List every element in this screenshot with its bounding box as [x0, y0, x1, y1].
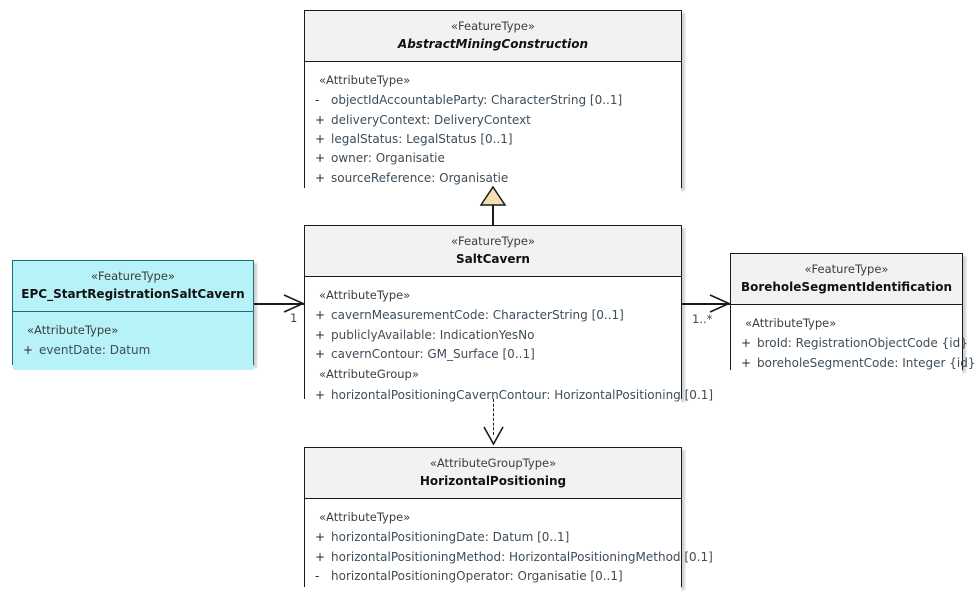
attribute-visibility: +	[315, 151, 326, 166]
attribute-group-label: «AttributeType»	[319, 72, 411, 87]
class-stereotype: «FeatureType»	[451, 234, 535, 248]
class-header-salt-cavern: «FeatureType» SaltCavern	[305, 226, 681, 277]
class-box-borehole-segment-identification[interactable]: «FeatureType» BoreholeSegmentIdentificat…	[730, 253, 975, 382]
class-box-epc-start-registration-salt-cavern[interactable]: «FeatureType» EPC_StartRegistrationSaltC…	[12, 260, 254, 370]
attribute-visibility: -	[315, 568, 320, 583]
attribute-signature: horizontalPositioningDate: Datum [0..1]	[331, 530, 570, 545]
attribute-group-label: «AttributeType»	[27, 322, 119, 337]
attribute-visibility: +	[315, 549, 326, 564]
class-title: AbstractMiningConstruction	[397, 36, 589, 51]
class-header-horizontal-positioning: «AttributeGroupType» HorizontalPositioni…	[305, 448, 681, 499]
attribute-visibility: +	[315, 530, 326, 545]
attribute-row: + horizontalPositioningDate: Datum [0..1…	[305, 528, 681, 547]
attribute-visibility: +	[315, 170, 326, 185]
class-title: HorizontalPositioning	[419, 473, 567, 488]
association-arrowhead-icon	[283, 294, 305, 313]
class-box-salt-cavern[interactable]: «FeatureType» SaltCavern «AttributeType»…	[304, 225, 713, 415]
class-header-epc-start-registration-salt-cavern: «FeatureType» EPC_StartRegistrationSaltC…	[13, 261, 253, 312]
attribute-visibility: +	[741, 355, 752, 370]
class-header-borehole-segment-identification: «FeatureType» BoreholeSegmentIdentificat…	[731, 254, 962, 305]
attribute-visibility: +	[23, 343, 34, 358]
attribute-row: + legalStatus: LegalStatus [0..1]	[305, 130, 681, 149]
attribute-row: + publiclyAvailable: IndicationYesNo	[305, 326, 681, 345]
generalization-line	[492, 204, 494, 226]
class-stereotype: «AttributeGroupType»	[429, 456, 557, 470]
attribute-visibility: +	[315, 387, 326, 402]
attribute-row: - objectIdAccountableParty: CharacterStr…	[305, 91, 681, 110]
class-body-borehole-segment-identification: «AttributeType» + broId: RegistrationObj…	[731, 304, 975, 382]
attribute-row: + broId: RegistrationObjectCode {id}	[731, 334, 968, 353]
class-title: SaltCavern	[456, 251, 530, 266]
attribute-signature: publiclyAvailable: IndicationYesNo	[331, 327, 535, 342]
class-body-epc-start-registration-salt-cavern: «AttributeType» + eventDate: Datum	[13, 311, 253, 370]
attribute-group-label: «AttributeGroup»	[319, 367, 419, 382]
attribute-signature: horizontalPositioningOperator: Organisat…	[331, 568, 623, 583]
attribute-signature: sourceReference: Organisatie	[331, 170, 509, 185]
attribute-row: + cavernContour: GM_Surface [0..1]	[305, 345, 681, 364]
attribute-visibility: +	[741, 336, 752, 351]
generalization-arrowhead-icon	[479, 185, 507, 206]
attribute-signature: horizontalPositioningMethod: HorizontalP…	[331, 549, 713, 564]
attribute-visibility: +	[315, 308, 326, 323]
attribute-signature: horizontalPositioningCavernContour: Hori…	[331, 387, 714, 402]
attribute-row: - horizontalPositioningOperator: Organis…	[305, 567, 681, 586]
dependency-line	[493, 399, 494, 435]
attribute-visibility: +	[315, 346, 326, 361]
attribute-visibility: -	[315, 93, 320, 108]
dependency-arrowhead-icon	[483, 426, 504, 446]
association-line-saltcavern-to-borehole	[682, 303, 732, 305]
attribute-visibility: +	[315, 112, 326, 127]
attribute-visibility: +	[315, 327, 326, 342]
class-stereotype: «FeatureType»	[91, 269, 175, 283]
class-box-abstract-mining-construction[interactable]: «FeatureType» AbstractMiningConstruction…	[304, 10, 682, 198]
attribute-row: + sourceReference: Organisatie	[305, 169, 681, 188]
attribute-group-label: «AttributeType»	[319, 287, 411, 302]
association-arrowhead-icon	[709, 294, 731, 313]
multiplicity-label-borehole-target: 1..*	[692, 312, 713, 326]
attribute-group-label: «AttributeType»	[319, 509, 411, 524]
class-stereotype: «FeatureType»	[451, 19, 535, 33]
multiplicity-label-saltcavern-source: 1	[290, 311, 298, 325]
attribute-group-label: «AttributeType»	[745, 315, 837, 330]
class-box-horizontal-positioning[interactable]: «AttributeGroupType» HorizontalPositioni…	[304, 447, 713, 596]
attribute-row: + boreholeSegmentCode: Integer {id}	[731, 354, 975, 373]
attribute-row: + cavernMeasurementCode: CharacterString…	[305, 306, 681, 325]
association-line-epc-to-saltcavern	[254, 303, 304, 305]
class-stereotype: «FeatureType»	[804, 262, 889, 276]
attribute-row: + eventDate: Datum	[13, 341, 253, 360]
attribute-visibility: +	[315, 131, 326, 146]
attribute-signature: boreholeSegmentCode: Integer {id}	[757, 355, 975, 370]
class-body-horizontal-positioning: «AttributeType» + horizontalPositioningD…	[305, 498, 713, 596]
attribute-signature: legalStatus: LegalStatus [0..1]	[331, 131, 513, 146]
attribute-row: + horizontalPositioningCavernContour: Ho…	[305, 386, 713, 405]
attribute-signature: cavernMeasurementCode: CharacterString […	[331, 308, 624, 323]
attribute-signature: objectIdAccountableParty: CharacterStrin…	[331, 93, 623, 108]
attribute-row: + deliveryContext: DeliveryContext	[305, 111, 681, 130]
class-title: BoreholeSegmentIdentification	[740, 279, 953, 294]
class-body-abstract-mining-construction: «AttributeType» - objectIdAccountablePar…	[305, 61, 681, 198]
class-body-salt-cavern: «AttributeType» + cavernMeasurementCode:…	[305, 276, 713, 415]
class-title: EPC_StartRegistrationSaltCavern	[21, 286, 245, 301]
class-header-abstract-mining-construction: «FeatureType» AbstractMiningConstruction	[305, 11, 681, 62]
attribute-signature: eventDate: Datum	[39, 343, 151, 358]
attribute-signature: cavernContour: GM_Surface [0..1]	[331, 346, 535, 361]
attribute-signature: deliveryContext: DeliveryContext	[331, 112, 531, 127]
attribute-signature: broId: RegistrationObjectCode {id}	[757, 336, 968, 351]
attribute-row: + horizontalPositioningMethod: Horizonta…	[305, 548, 713, 567]
attribute-signature: owner: Organisatie	[331, 151, 445, 166]
attribute-row: + owner: Organisatie	[305, 149, 681, 168]
